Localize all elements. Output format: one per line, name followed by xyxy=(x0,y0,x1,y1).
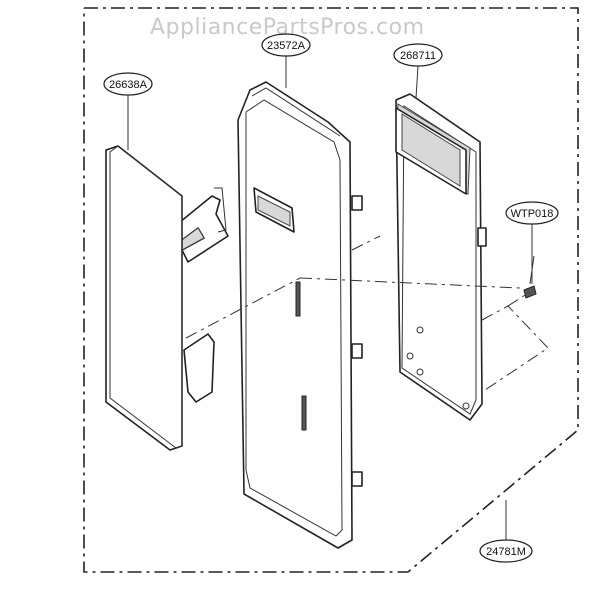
callout-label-pcb-board: 268711 xyxy=(400,50,436,62)
callout-control-panel: 23572A xyxy=(261,33,311,57)
callout-label-control-panel: 23572A xyxy=(267,40,306,52)
pcb-board-part xyxy=(395,93,487,421)
panel-cover-part xyxy=(105,145,229,451)
assembly-boundary xyxy=(83,7,579,573)
callout-label-panel-cover: 26638A xyxy=(109,79,148,91)
callout-panel-cover: 26638A xyxy=(103,72,153,96)
leader-line-pcb-board xyxy=(415,65,419,99)
callout-assembly: 24781M xyxy=(479,539,533,563)
callout-pcb-board: 268711 xyxy=(393,43,443,67)
control-panel-part xyxy=(237,81,363,549)
alignment-lines xyxy=(185,235,549,393)
callout-screw: WTP018 xyxy=(505,201,559,225)
callout-label-assembly: 24781M xyxy=(486,546,526,558)
screw-part xyxy=(523,255,537,299)
callout-label-screw: WTP018 xyxy=(511,208,554,220)
